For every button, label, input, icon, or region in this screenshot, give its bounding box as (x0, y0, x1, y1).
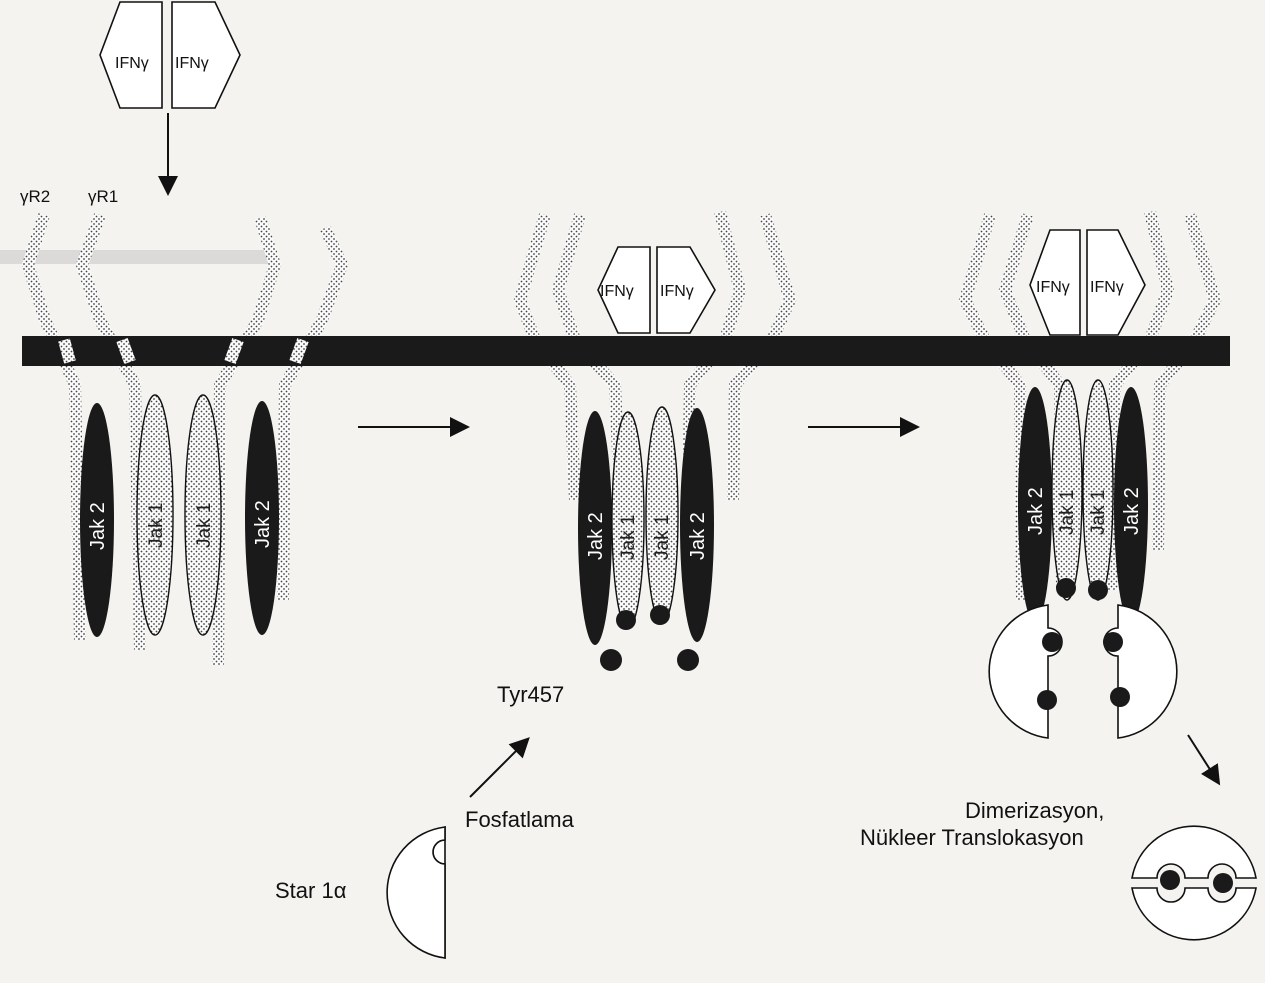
ifn-label-right: IFNγ (175, 55, 209, 72)
jak1-left-label: Jak 1 (618, 515, 639, 560)
phosphate-dot (1160, 870, 1180, 890)
phosphate-dot (1042, 632, 1062, 652)
phosphate-dot (1213, 873, 1233, 893)
receptor-r1-label: γR1 (88, 187, 118, 206)
phosphate-dot (1110, 687, 1130, 707)
ifn-label-left: IFNγ (115, 55, 149, 72)
jak2-left-label: Jak 2 (87, 502, 109, 550)
jak1-right-label: Jak 1 (194, 503, 215, 548)
jak2-left-label: Jak 2 (585, 512, 607, 560)
phosphate-dot (1088, 580, 1108, 600)
ifn-label-right: IFNγ (660, 283, 694, 300)
dimerization-label-line1: Dimerizasyon, (965, 798, 1104, 823)
jak1-right-label: Jak 1 (1088, 490, 1109, 535)
ifn-label-left: IFNγ (1036, 279, 1070, 296)
phosphotyrosine-dot (677, 649, 699, 671)
jak2-right-label: Jak 2 (1121, 487, 1143, 535)
phosphate-dot (1037, 690, 1057, 710)
phosphate-dot (650, 605, 670, 625)
jak1-left-label: Jak 1 (146, 503, 167, 548)
ifn-label-right: IFNγ (1090, 279, 1124, 296)
ifn-gamma-bound-dimer-2: IFNγ IFNγ (598, 247, 715, 333)
phosphotyrosine-dot (600, 649, 622, 671)
jak2-right-label: Jak 2 (252, 500, 274, 548)
jak2-left-label: Jak 2 (1025, 487, 1047, 535)
phosphate-dot (1103, 632, 1123, 652)
dimerization-label-line2: Nükleer Translokasyon (860, 825, 1084, 850)
phosphate-dot (1056, 578, 1076, 598)
receptor-r2-label: γR2 (20, 187, 50, 206)
jak2-right-label: Jak 2 (687, 512, 709, 560)
jak1-left-label: Jak 1 (1057, 490, 1078, 535)
tyr457-label: Tyr457 (497, 682, 564, 707)
phosphate-dot (616, 610, 636, 630)
stat1-alpha-label: Star 1α (275, 878, 347, 903)
ifn-label-left: IFNγ (600, 283, 634, 300)
jak1-right-label: Jak 1 (652, 515, 673, 560)
phosphorylation-label: Fosfatlama (465, 807, 575, 832)
